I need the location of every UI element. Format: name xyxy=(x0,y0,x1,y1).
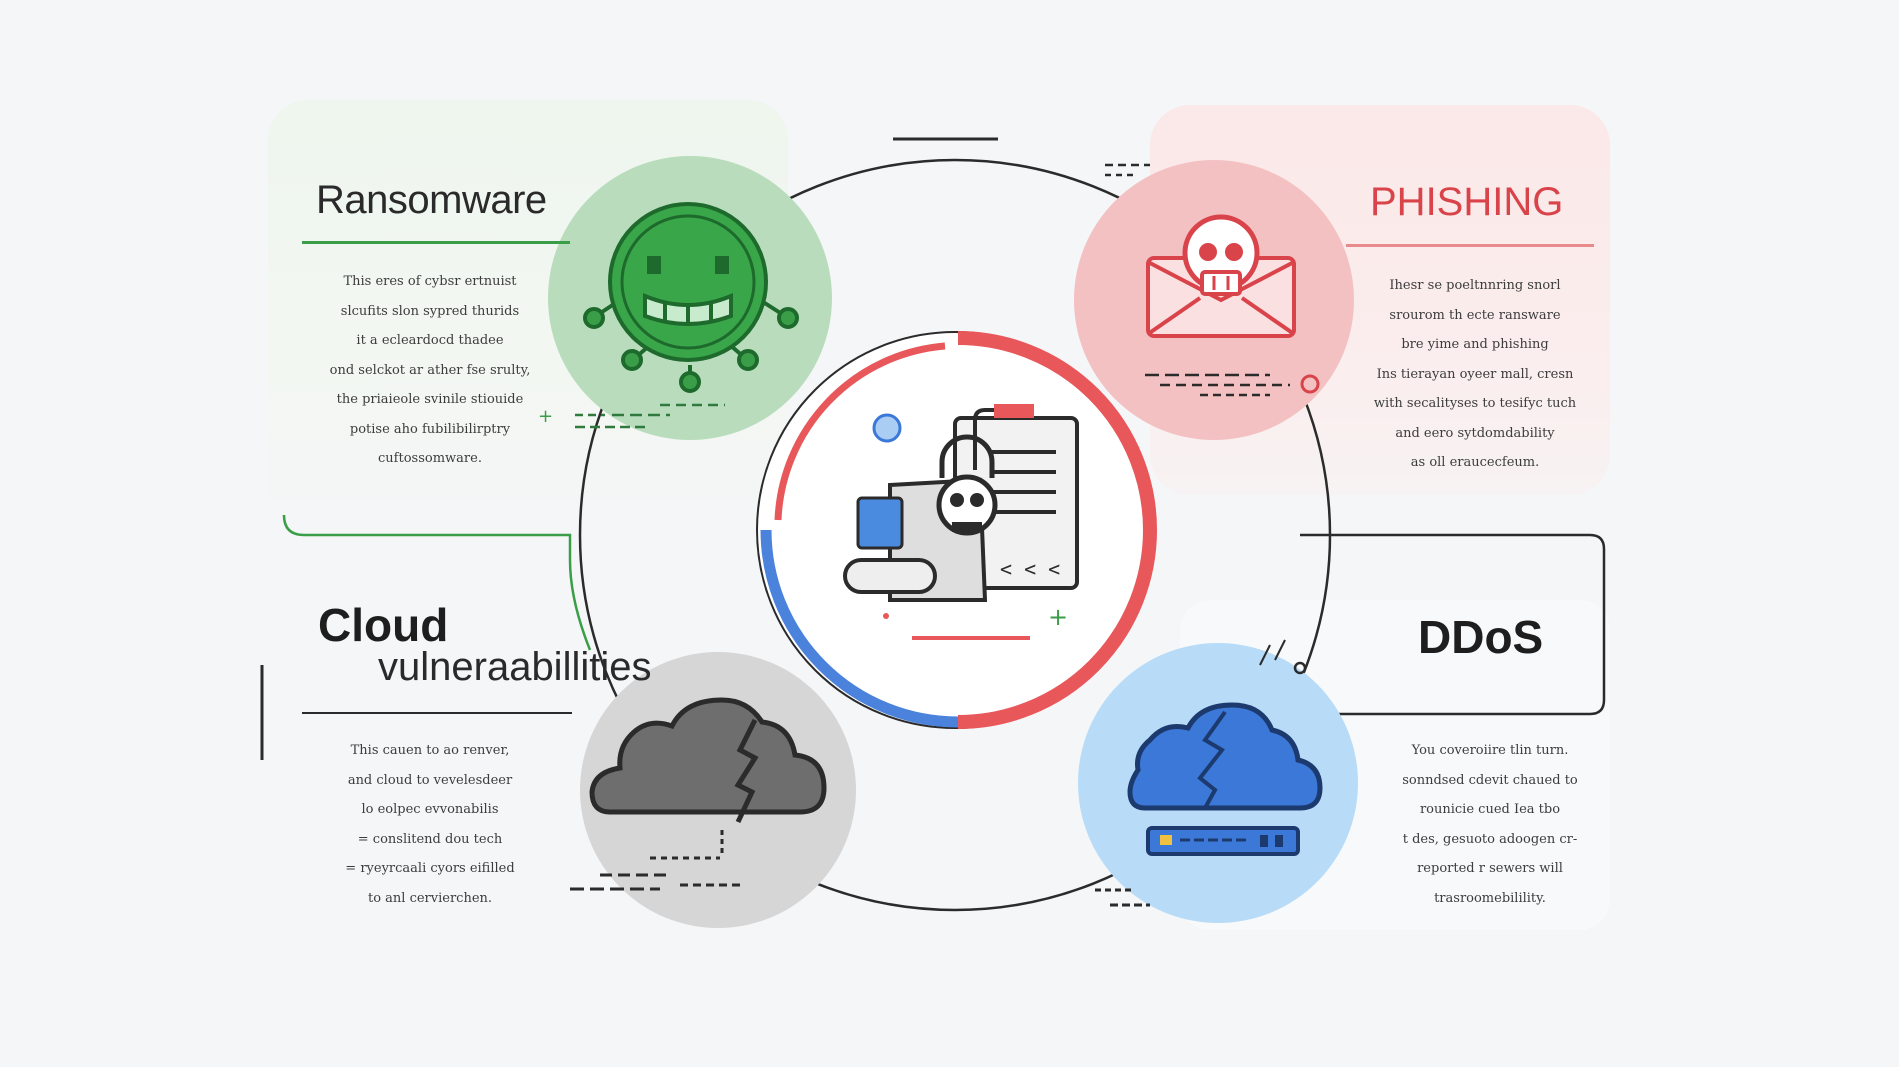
ransomware-bracket xyxy=(282,514,592,651)
text-line: it a ecleardocd thadee xyxy=(356,333,504,348)
ransomware-description: This eres of cybsr ertnuist slcufits slo… xyxy=(300,267,560,474)
ransomware-title: Ransomware xyxy=(316,178,547,222)
cloud-title-underline xyxy=(302,712,572,714)
text-line: to anl cervierchen. xyxy=(367,890,493,906)
cloud-description: This cauen to ao renver, and cloud to ve… xyxy=(300,736,560,913)
text-line: as oll eraucecfeum. xyxy=(1410,455,1540,470)
text-line: t des, gesuoto adoogen cr- xyxy=(1402,831,1578,847)
text-line: You coveroiire tlin turn. xyxy=(1411,743,1569,758)
text-line: sonndsed cdevit chaued to xyxy=(1402,772,1578,788)
broken-cloud-icon xyxy=(589,697,827,824)
text-line: srourom th ecte ransware xyxy=(1389,307,1561,323)
text-line: This cauen to ao renver, xyxy=(350,743,510,758)
text-line: This eres of cybsr ertnuist xyxy=(343,274,517,289)
ddos-dot-decor xyxy=(1293,661,1307,675)
text-line: the priaieole svinile stiouide xyxy=(336,392,524,407)
phishing-description: Ihesr se poeltnnring snorl srourom th ec… xyxy=(1350,271,1600,478)
text-line: trasroomebilility. xyxy=(1434,890,1546,906)
text-line: reported r sewers will xyxy=(1417,861,1563,876)
text-line: and cloud to vevelesdeer xyxy=(347,772,513,788)
center-ring-red-left xyxy=(774,342,946,521)
text-line: and eero sytdomdability xyxy=(1395,425,1555,441)
cloud-dash-decor xyxy=(570,830,740,891)
cloud-title-light: vulneraabillities xyxy=(378,645,652,689)
text-line: ond selckot ar ather fse srulty, xyxy=(329,362,531,378)
text-line: cuftossomware. xyxy=(378,451,482,466)
text-line: Ihesr se poeltnnring snorl xyxy=(1389,278,1561,293)
text-line: with secalityses to tesifyc tuch xyxy=(1373,396,1577,411)
plus-decor: + xyxy=(538,406,553,427)
ddos-description: You coveroiire tlin turn. sonndsed cdevi… xyxy=(1370,736,1610,913)
center-ring-blue xyxy=(760,529,959,728)
phishing-title: PHISHING xyxy=(1370,180,1564,224)
text-line: rounicie cued Iea tbo xyxy=(1419,802,1561,817)
cloud-server-icon xyxy=(1127,702,1323,856)
text-line: potise aho fubilibilirptry xyxy=(349,421,511,437)
text-line: = conslitend dou tech xyxy=(357,831,503,847)
locked-document-skull-icon: < < < + xyxy=(843,404,1079,640)
ddos-dash-decor xyxy=(1095,639,1286,907)
phishing-title-underline xyxy=(1346,244,1594,247)
ransomware-title-underline xyxy=(302,241,570,244)
virus-face-icon xyxy=(583,202,799,393)
ransomware-dash-decor xyxy=(575,403,725,429)
phishing-dash-decor xyxy=(1105,163,1290,397)
center-ring-red xyxy=(957,331,1157,729)
text-line: bre yime and phishing xyxy=(1401,337,1549,352)
ddos-bracket xyxy=(1300,533,1606,716)
text-line: = ryeyrcaali cyors eifilled xyxy=(345,861,515,876)
text-line: lo eolpec evvonabilis xyxy=(361,802,499,817)
svg-text:+: + xyxy=(1048,603,1068,631)
phishing-dot-decor xyxy=(1300,374,1320,394)
cloud-title-bold: Cloud xyxy=(318,599,449,651)
text-line: Ins tierayan oyeer mall, cresn xyxy=(1376,366,1574,382)
text-line: slcufits slon sypred thurids xyxy=(340,303,520,319)
svg-text:< < <: < < < xyxy=(1000,557,1060,581)
skull-envelope-icon xyxy=(1146,214,1296,338)
ddos-title: DDoS xyxy=(1418,611,1544,663)
